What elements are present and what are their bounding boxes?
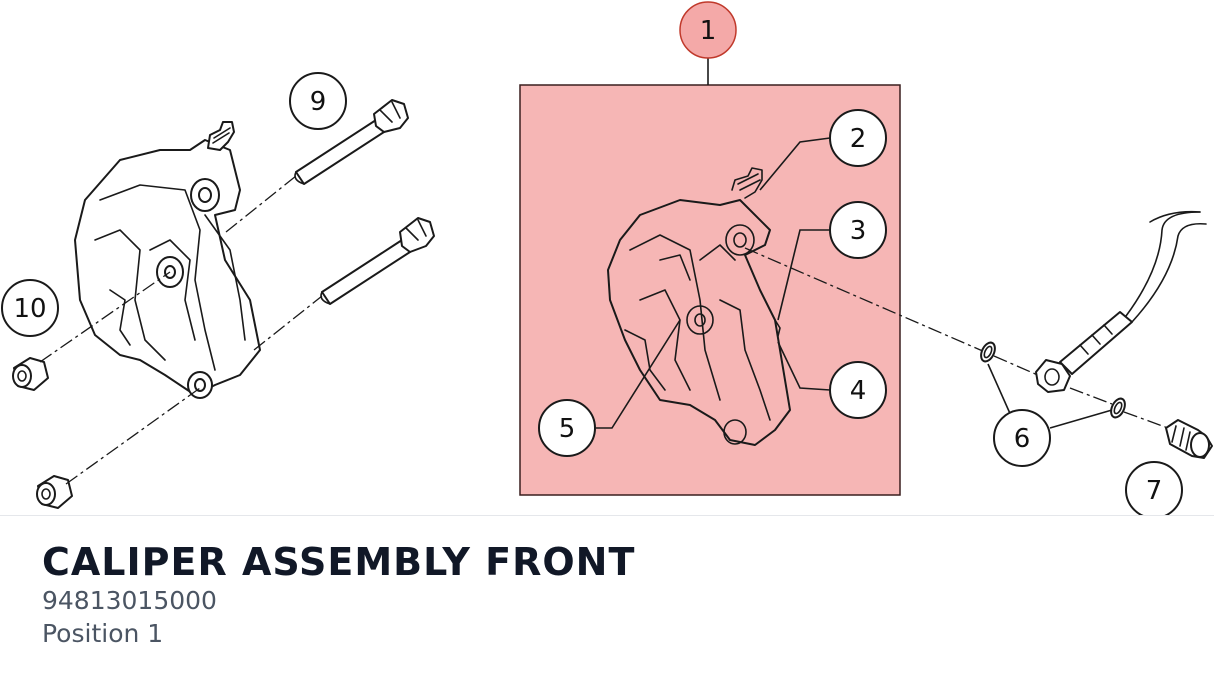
callout-2[interactable]: 2 [829,109,887,167]
callout-6-label: 6 [1014,424,1031,454]
callout-3[interactable]: 3 [829,201,887,259]
washer-upper-drawing [980,341,996,363]
callout-10[interactable]: 10 [1,279,59,337]
callout-7[interactable]: 7 [1125,461,1183,515]
callout-4[interactable]: 4 [829,361,887,419]
bolt-lower-drawing [320,217,435,305]
spacer-lower-drawing [36,475,73,509]
callout-5-label: 5 [559,414,576,444]
exploded-view-diagram: 1 2 3 4 5 6 7 9 10 [0,0,1214,516]
callout-7-label: 7 [1146,476,1163,506]
spacer-upper-drawing [12,357,49,391]
brake-hose-drawing [1125,210,1207,323]
part-position: Position 1 [42,619,164,648]
banjo-bolt-drawing [1165,419,1213,459]
callout-2-label: 2 [850,124,867,154]
part-number: 94813015000 [42,586,217,615]
callout-1[interactable]: 1 [679,1,737,59]
callout-9[interactable]: 9 [289,72,347,130]
callout-6[interactable]: 6 [993,409,1051,467]
callout-4-label: 4 [850,376,867,406]
callout-1-label: 1 [700,16,717,46]
washer-lower-drawing [1110,397,1126,419]
callout-3-label: 3 [850,216,867,246]
banjo-fitting-drawing [1035,311,1133,393]
bolt-upper-drawing [294,99,409,185]
callout-10-label: 10 [13,294,46,324]
part-title: CALIPER ASSEMBLY FRONT [42,540,636,584]
part-info-panel: CALIPER ASSEMBLY FRONT 94813015000 Posit… [42,540,1182,650]
caliper-left-drawing [74,121,261,399]
callout-9-label: 9 [310,87,327,117]
diagram-canvas: 1 2 3 4 5 6 7 9 10 [1,1,1213,515]
caliper-center-drawing [607,167,791,446]
callout-5[interactable]: 5 [538,399,596,457]
